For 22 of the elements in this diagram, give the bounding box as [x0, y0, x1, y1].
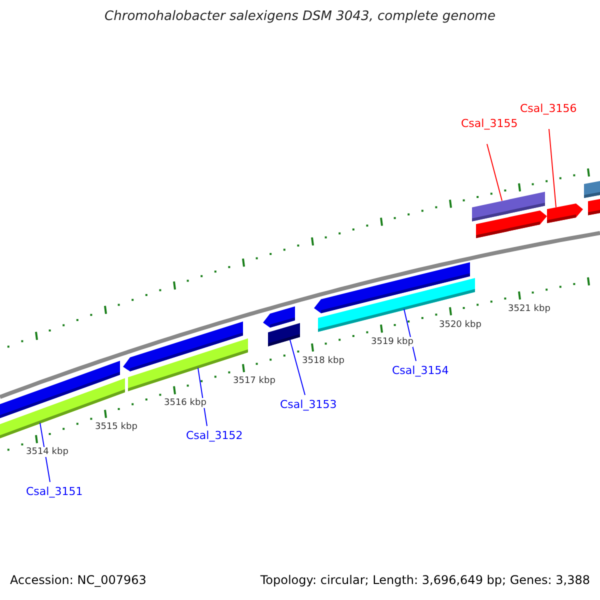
scale-label: 3517 kbp — [233, 376, 276, 386]
gene-label: Csal_3153 — [280, 398, 337, 411]
gene-feature — [268, 323, 300, 346]
gene-feature — [472, 192, 545, 222]
leader-line — [548, 128, 556, 208]
gene-label: Csal_3154 — [392, 364, 449, 377]
scale-label: 3521 kbp — [508, 304, 550, 314]
leader-line — [486, 144, 502, 202]
title: Chromohalobacter salexigens DSM 3043, complete genome — [104, 10, 496, 23]
leader-line — [290, 339, 306, 396]
footer-text: Topology: circular; Length: 3,696,649 bp; Genes: 3,388 — [260, 574, 590, 587]
gene-label: Csal_3156 — [520, 102, 577, 115]
gene-feature — [547, 204, 583, 224]
gene-label: Csal_3151 — [26, 485, 83, 498]
scale-label: 3515 kbp — [95, 422, 138, 432]
footer-text: Accession: NC_007963 — [10, 574, 146, 587]
scale-label: 3520 kbp — [439, 320, 482, 330]
scale-label: 3518 kbp — [302, 356, 344, 366]
scale-label: 3514 kbp — [26, 447, 68, 458]
gene-label: Csal_3152 — [186, 429, 243, 442]
scale-label: 3516 kbp — [164, 398, 206, 408]
gene-label: Csal_3155 — [461, 117, 518, 130]
